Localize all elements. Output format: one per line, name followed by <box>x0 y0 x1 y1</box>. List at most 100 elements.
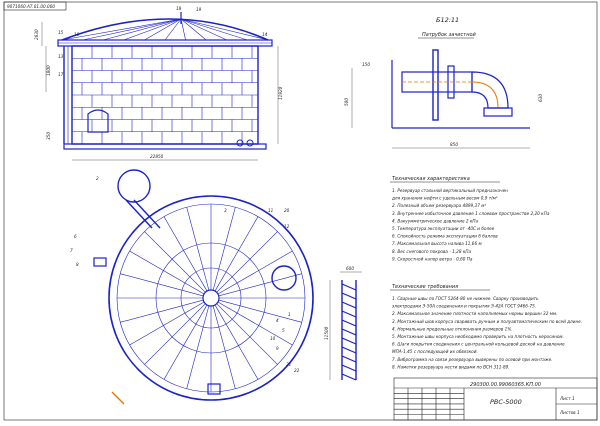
stair-step <box>341 301 357 309</box>
plan-center <box>202 289 220 307</box>
title-sheets: Листов 1 <box>559 410 580 415</box>
section-subtitle: Патрубок зачистной <box>422 32 477 38</box>
dome-rib <box>61 18 182 41</box>
plan-view: 2 3 11 20 6 7 8 12 4 5 10 9 1 21 22 <box>70 169 314 405</box>
callout-17: 17 <box>58 72 64 77</box>
dome-rib <box>180 18 186 41</box>
title-block: 290300.00.99060365.КП.00 РВС-5000 Лист 1… <box>393 377 598 421</box>
plan-spoke <box>212 207 236 291</box>
callout-11: 11 <box>268 208 274 213</box>
callout-10: 10 <box>270 336 276 341</box>
callout-2: 2 <box>96 176 99 181</box>
title-name: РВС-5000 <box>490 398 522 406</box>
wall-flange <box>432 49 439 121</box>
req-line: электродами Э-50А соединения и покрытия … <box>392 304 536 309</box>
callout-19: 19 <box>196 7 202 12</box>
section-title: Б12:11 <box>436 16 459 24</box>
req-line: 2. Максимальное значение плотности напол… <box>392 311 557 316</box>
plan-spoke <box>120 299 204 323</box>
plan-spoke <box>216 231 278 293</box>
req-line: 6. Шаги покрытия соединения с центрально… <box>392 342 565 347</box>
tech-line: 9. Скоростной напор ветра - 0,60 Па <box>392 256 473 261</box>
manhole <box>87 109 109 133</box>
req-title: Технические требования <box>392 284 458 290</box>
title-block-grid <box>394 388 464 420</box>
callout-4: 4 <box>276 318 279 323</box>
req-line: МПА-1,45 с последующей их обвязкой. <box>392 349 478 354</box>
callout-8: 8 <box>76 262 79 267</box>
plan-spoke <box>186 305 210 389</box>
plan-spoke <box>212 305 236 389</box>
callout-1: 1 <box>288 312 291 317</box>
req-line: 4. Нормальные предельные отклонения разм… <box>392 326 513 331</box>
stamp-box <box>3 1 67 11</box>
stair-step <box>341 355 357 363</box>
stair-step <box>341 292 357 300</box>
callout-16: 16 <box>74 32 80 37</box>
stair-step <box>341 373 357 381</box>
callout-13: 13 <box>58 54 64 59</box>
plan-spokes <box>117 204 305 392</box>
stair-step <box>341 364 357 372</box>
callout-22: 22 <box>294 368 300 373</box>
shell-courses <box>71 45 258 144</box>
plan-stair <box>125 199 153 229</box>
dome-rib <box>82 18 182 41</box>
plan-spoke <box>214 304 259 380</box>
dim-dome: 2630 <box>34 29 39 40</box>
plan-spoke <box>144 303 206 365</box>
nozzle-detail: Б12:11 Патрубок зачистной 850 500 150 63… <box>344 16 543 149</box>
top-stamp: 9071060.АТ.01.00.000 <box>7 4 55 9</box>
plan-spoke <box>216 303 278 365</box>
stair-step <box>341 319 357 327</box>
callout-3: 3 <box>224 208 227 213</box>
stair-step <box>341 346 357 354</box>
dome-rib <box>180 18 248 41</box>
callout-14: 14 <box>262 32 268 37</box>
dim-left-a: 1800 <box>46 65 51 76</box>
dome-rib <box>123 18 182 41</box>
req-line: 8. Наметки резервуара нести видами по ВС… <box>392 364 510 369</box>
nozzle-dim-a: 150 <box>362 62 370 67</box>
tech-line: 4. Вакуумметрическое давление 2 кПа <box>392 218 479 223</box>
callout-18: 18 <box>176 6 182 11</box>
stair-step <box>341 310 357 318</box>
tech-title: Техническая характеристика <box>392 176 470 182</box>
title-code: 290300.00.99060365.КП.00 <box>470 382 541 388</box>
callout-5: 5 <box>282 328 285 333</box>
plan-spoke <box>217 250 293 295</box>
elbow-centerline <box>471 81 499 109</box>
pipe-elbow <box>471 71 509 109</box>
plan-spoke <box>129 250 205 295</box>
plan-spoke <box>120 273 204 297</box>
plan-hatch <box>271 265 297 291</box>
req-line: 5. Монтажные швы корпуса необходимо пров… <box>392 334 564 339</box>
dim-left-b: 350 <box>46 132 51 140</box>
plan-drain <box>111 391 125 405</box>
callout-21: 21 <box>286 362 292 367</box>
stair-step <box>341 328 357 336</box>
plan-platform <box>117 169 151 203</box>
stair-detail: 600 11500 <box>324 266 362 381</box>
req-lines: 1. Сварные швы по ГОСТ 5264-80 не нижнее… <box>392 296 582 369</box>
pipe-horizontal <box>401 71 473 93</box>
tech-line: для хранения нефти с удельным весом 0,9 … <box>391 196 498 201</box>
stair-steps <box>341 283 357 381</box>
dome-rib <box>180 18 269 41</box>
callout-12: 12 <box>284 224 290 229</box>
tech-line: 3. Внутреннее избыточное давление 1 слое… <box>392 211 550 216</box>
dim-height: 11920 <box>278 86 283 100</box>
tank-elevation: 22850 11920 2630 1800 350 18 19 15 16 14… <box>34 6 283 161</box>
plan-spoke <box>217 301 293 346</box>
plan-spoke <box>163 216 208 292</box>
plan-spoke <box>218 273 302 297</box>
stair-dim-w: 600 <box>346 266 354 271</box>
req-line: 3. Монтажный шов корпуса сваривать ручны… <box>392 319 582 324</box>
plan-spoke <box>129 301 205 346</box>
nozzle-dim-h: 500 <box>344 98 349 106</box>
req-line: 1. Сварные швы по ГОСТ 5264-80 не нижнее… <box>392 296 539 301</box>
tech-line: 5. Температура эксплуатации от -40С и бо… <box>392 226 495 231</box>
nozzle-dim-b: 630 <box>538 94 543 102</box>
nozzle-a <box>236 139 244 147</box>
